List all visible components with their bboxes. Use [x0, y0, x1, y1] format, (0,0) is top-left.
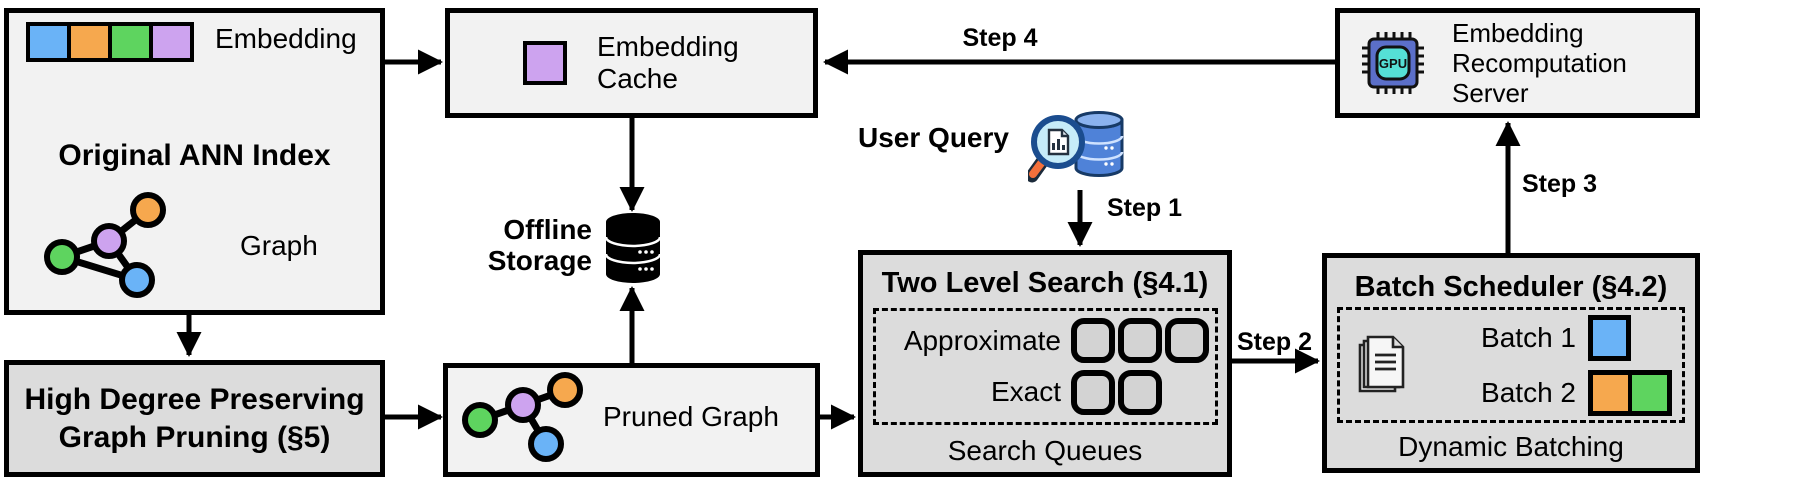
step4-label: Step 4 — [962, 24, 1038, 52]
embedding-cache-box: Embedding Cache — [445, 8, 818, 118]
embedding-cell-blue — [30, 26, 67, 58]
queue-slot — [1118, 369, 1162, 415]
batch-scheduler-box: Batch Scheduler (§4.2) Batch 1 Batch 2 — [1322, 253, 1700, 473]
offline-storage-label: Offline Storage — [487, 214, 592, 276]
queue-slot — [1071, 369, 1115, 415]
graph-label: Graph — [240, 230, 318, 261]
recomputation-server-label: Embedding Recomputation Server — [1452, 18, 1627, 108]
batch-scheduler-title: Batch Scheduler (§4.2) — [1354, 271, 1668, 303]
embedding-cell-purple — [153, 26, 190, 58]
documents-icon — [1358, 335, 1405, 393]
embedding-label: Embedding — [215, 23, 357, 54]
query-search-icon — [1028, 111, 1124, 183]
batch2-label: Batch 2 — [1481, 376, 1576, 408]
queue-slot — [1165, 318, 1209, 364]
gpu-icon: GPU — [1362, 32, 1424, 94]
user-query-label: User Query — [858, 122, 1009, 153]
embedding-cache-label: Embedding Cache — [597, 31, 739, 94]
embedding-vector-strip — [26, 22, 194, 62]
batch1-embedding — [1588, 314, 1631, 361]
pruned-graph-box: Pruned Graph — [443, 363, 820, 477]
batch2-embeddings — [1588, 369, 1672, 416]
cached-embedding-icon — [523, 41, 567, 85]
batch2-cell-green — [1632, 374, 1667, 411]
ann-index-title: Original ANN Index — [58, 139, 331, 172]
embedding-recomputation-server-box: GPU Embedding Recomputation Server — [1335, 8, 1700, 118]
queue-slot — [1118, 318, 1162, 364]
approximate-queues — [1071, 318, 1215, 364]
queue-slot — [1071, 318, 1115, 364]
two-level-search-box: Two Level Search (§4.1) Approximate Exac… — [858, 250, 1232, 477]
embedding-cell-green — [112, 26, 149, 58]
search-queues-caption: Search Queues — [947, 435, 1143, 466]
step3-label: Step 3 — [1522, 170, 1598, 198]
batch2-cell-orange — [1593, 374, 1628, 411]
database-icon — [604, 213, 662, 283]
graph-icon — [44, 192, 166, 298]
pruned-graph-icon — [462, 372, 583, 462]
batch1-label: Batch 1 — [1481, 321, 1576, 353]
approximate-label: Approximate — [903, 324, 1061, 356]
step2-label: Step 2 — [1237, 328, 1313, 356]
exact-label: Exact — [990, 376, 1061, 408]
embedding-cell-orange — [71, 26, 108, 58]
pruned-graph-label: Pruned Graph — [603, 401, 779, 432]
dynamic-batching-panel: Batch 1 Batch 2 — [1337, 307, 1685, 423]
graph-pruning-title-line1: High Degree Preserving — [24, 382, 365, 416]
original-ann-index-box: Embedding Original ANN Index Graph — [4, 8, 385, 315]
exact-queues — [1071, 369, 1215, 415]
dynamic-batching-caption: Dynamic Batching — [1398, 431, 1624, 462]
step1-label: Step 1 — [1107, 194, 1183, 222]
two-level-search-title: Two Level Search (§4.1) — [881, 267, 1209, 299]
graph-pruning-title-line2: Graph Pruning (§5) — [58, 420, 331, 454]
graph-pruning-box: High Degree Preserving Graph Pruning (§5… — [4, 360, 385, 477]
svg-text:GPU: GPU — [1379, 56, 1407, 71]
search-queues-panel: Approximate Exact — [873, 308, 1218, 425]
